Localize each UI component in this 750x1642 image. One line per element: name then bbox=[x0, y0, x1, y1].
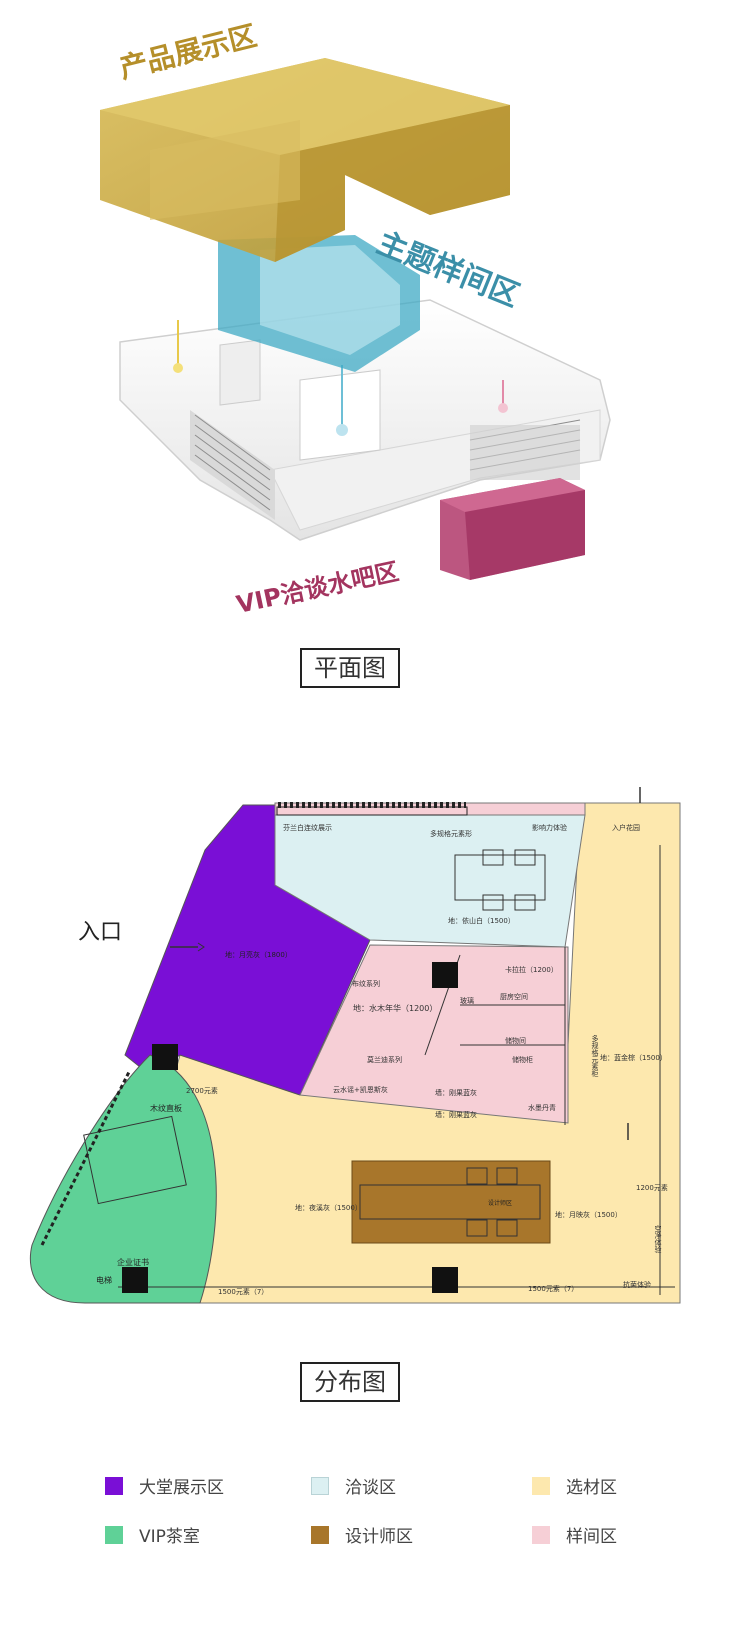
label-1200: 1200元素 bbox=[636, 1184, 668, 1192]
label-1500b: 1500元素（7） bbox=[528, 1285, 579, 1293]
legend-label-vip: VIP茶室 bbox=[139, 1527, 200, 1547]
entrance-label: 入口 bbox=[78, 920, 123, 945]
legend-label-showroom: 样间区 bbox=[566, 1527, 617, 1547]
legend-label-designer: 设计师区 bbox=[345, 1527, 413, 1547]
zone-showroom bbox=[299, 944, 569, 1124]
legend-swatch-showroom bbox=[532, 1525, 550, 1544]
legend-item-showroom: 样间区 bbox=[532, 1522, 617, 1547]
distribution-title: 分布图 bbox=[300, 1362, 400, 1402]
label-2700: 2700元素 bbox=[186, 1087, 218, 1095]
label-yingshi: 影响力体验 bbox=[532, 824, 567, 832]
legend-item-material: 选材区 bbox=[532, 1473, 617, 1498]
legend-item-designer: 设计师区 bbox=[311, 1522, 413, 1547]
label-yexi: 地：夜溪灰（1500） bbox=[295, 1204, 362, 1212]
label-kalala: 卡拉拉（1200） bbox=[505, 966, 558, 974]
label-yuedeng: 地：月映灰（1500） bbox=[555, 1211, 622, 1219]
label-kangjun: 抗菌体验 bbox=[623, 1281, 651, 1289]
label-duogui: 多规格元素柜 bbox=[591, 1035, 599, 1077]
label-morandi: 莫兰迪系列 bbox=[367, 1056, 402, 1064]
label-qiye: 企业证书 bbox=[117, 1258, 149, 1267]
label-duoguige: 多规格元素形 bbox=[430, 830, 472, 838]
label-kongjing: 空净体验 bbox=[654, 1225, 662, 1253]
label-qiang2: 墙：刚果蓝灰 bbox=[435, 1111, 477, 1119]
label-boli: 玻璃 bbox=[460, 997, 474, 1005]
label-buwen: 布纹系列 bbox=[352, 980, 380, 988]
label-lanjin: 地：蓝金棕（1500） bbox=[600, 1054, 667, 1062]
legend-swatch-designer bbox=[311, 1525, 329, 1544]
label-1500a: 1500元素（7） bbox=[218, 1288, 269, 1296]
label-shuimu: 地：水木年华（1200） bbox=[353, 1004, 438, 1013]
legend-label-lobby: 大堂展示区 bbox=[139, 1478, 224, 1498]
label-qiang1: 墙：刚果蓝灰 bbox=[435, 1089, 477, 1097]
label-shuimo: 水墨丹青 bbox=[528, 1104, 556, 1112]
label-design: 设计师区 bbox=[488, 1200, 513, 1207]
legend-swatch-material bbox=[532, 1476, 550, 1495]
label-garden: 入户花园 bbox=[612, 824, 640, 832]
label-yunshui: 云水谣+凯恩斯灰 bbox=[333, 1086, 388, 1094]
label-chuwugui: 储物柜 bbox=[512, 1056, 533, 1064]
theme-block bbox=[218, 235, 420, 372]
plan-title: 平面图 bbox=[300, 648, 400, 688]
base-building bbox=[119, 299, 611, 541]
label-muwen: 木纹直板 bbox=[150, 1104, 182, 1113]
label-di-yueliang: 地：月亮灰（1800） bbox=[225, 951, 292, 959]
legend-swatch-vip bbox=[105, 1525, 123, 1544]
zone-designer bbox=[351, 1160, 551, 1244]
label-chufang: 厨房空间 bbox=[500, 993, 528, 1001]
product-block bbox=[100, 58, 510, 262]
label-dianti: 电梯 bbox=[96, 1276, 112, 1285]
legend-swatch-lobby bbox=[105, 1476, 123, 1495]
label-fenlan: 芬兰白连纹展示 bbox=[283, 824, 332, 832]
legend-item-vip: VIP茶室 bbox=[105, 1522, 200, 1547]
floor-plan bbox=[29, 787, 681, 1304]
legend-label-material: 选材区 bbox=[566, 1478, 617, 1498]
legend-item-lobby: 大堂展示区 bbox=[105, 1473, 224, 1498]
axonometric-illustration bbox=[100, 58, 611, 580]
legend-swatch-negotiation bbox=[311, 1476, 329, 1495]
vip-block bbox=[440, 478, 585, 580]
legend-item-negotiation: 洽谈区 bbox=[311, 1473, 396, 1498]
legend-label-negotiation: 洽谈区 bbox=[345, 1478, 396, 1498]
label-chuwu: 储物间 bbox=[505, 1037, 526, 1045]
label-di-yishan: 地：依山白（1500） bbox=[448, 917, 515, 925]
